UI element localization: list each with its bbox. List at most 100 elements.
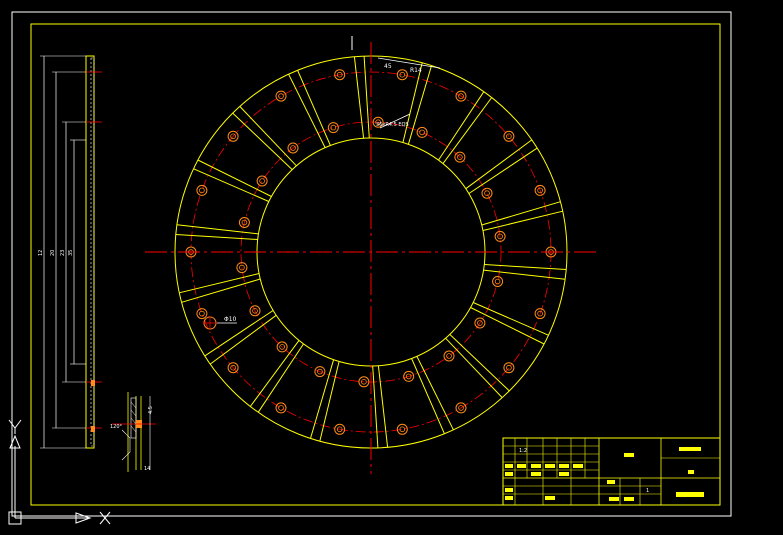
pad-slot-line [232,112,293,170]
pad-slot-line [445,337,503,398]
rivet-hole-inner [290,145,296,151]
rivet-hole [275,402,287,414]
side-dim-1: 12 [38,250,44,256]
rivet-hole-inner [279,344,285,350]
rivet-hole [455,402,467,414]
rivet-hole-inner [537,310,543,317]
pad-slot-line [377,365,389,448]
title-block: 1:2 1 [502,437,721,506]
rivet-hole-inner [199,187,205,194]
rivet-hole-inner [497,233,503,240]
rivet-hole-inner [199,310,205,317]
pad-slot-line [438,91,485,161]
rivet-hole [238,217,250,228]
rivet-hole [492,276,504,287]
rivet-hole [236,262,248,274]
rivet-hole [534,308,546,320]
rivet-hole [396,69,408,81]
pad-slot-line [193,168,269,202]
rivet-hole-inner [458,405,464,411]
pad-slot-line [442,97,493,164]
friction-pads [175,56,567,448]
pad-slot-line [175,234,258,240]
rivet-hole [334,69,346,81]
pad-slot-line [209,314,277,365]
pad-slot-line [481,201,561,226]
rivet-hole-inner [457,154,463,160]
pad-slot-line [297,70,331,146]
rivet-hole-inner [230,133,236,140]
rivet-hole-inner [278,93,284,99]
rivet-detail-view: 120° 4.5 14 [110,392,156,472]
rivet-hole-inner [239,264,245,271]
pad-slot-line [470,307,545,345]
rivet-hole [481,187,493,199]
rivet-hole-inner [419,129,425,136]
pad-slot-line [310,359,335,439]
rivet-hole [249,305,261,317]
hole-note-text: Φ10 [224,316,237,323]
pad-slot-line [204,310,274,357]
rivet-hole-inner [537,187,543,194]
pad-slot-line [239,106,297,167]
pad-slot-line [484,264,567,270]
pad-slot-line [372,365,379,448]
pad-slot-line [249,340,300,407]
rivet-hole-inner [506,364,512,371]
hole-callout: Φ10 [203,316,237,330]
pad-slot-line [407,65,432,145]
side-section-view: 12 20 23 35 [38,55,102,449]
title-small-a: 1:2 [519,448,527,454]
rivet-hole-inner [506,133,512,140]
rivet-hole [455,90,467,102]
pad-slot-line [181,278,261,303]
rivet-hole [454,151,466,163]
pad-slot-line [363,56,370,139]
rivet-hole [403,370,415,382]
rivet-hole-inner [458,93,464,99]
rivet-hole [372,116,384,128]
rivet-hole-inner [399,71,406,78]
rivet-hole [196,308,208,320]
pad-slot-line [473,302,549,336]
pad-slot-line [468,147,538,194]
side-dim-4: 35 [68,250,74,256]
rivet-hole [443,350,455,362]
rivet-hole [334,423,346,435]
pad-slot-line [176,224,259,235]
dim-label-top-a: 45 [384,63,392,70]
rivet-hole [196,184,208,196]
rivet-hole [534,184,546,196]
pad-slot-line [482,210,563,231]
rivet-hole [416,126,428,138]
rivet-hole-inner [375,119,381,125]
pad-slot-line [465,139,533,190]
pad-slot-line [402,62,423,143]
outer-sheet-border [11,11,732,517]
rivet-hole [287,142,299,154]
pad-slot-line [483,269,566,280]
rivet-hole-inner [252,307,258,314]
rivet-hole-inner [278,405,284,411]
rivet-hole-inner [405,373,412,380]
inner-drawing-frame [30,23,721,506]
side-dim-2: 20 [50,250,56,256]
detail-angle-label: 120° [110,424,123,430]
rivet-hole [256,175,268,187]
pad-slot-line [288,73,326,148]
side-dim-3: 23 [60,250,66,256]
rivet-hole-inner [399,426,406,433]
rivet-hole-inner [361,378,367,385]
rivet-hole [396,423,408,435]
rivet-hole-inner [317,368,323,375]
rivet-hole [494,230,506,242]
rivet-hole-inner [477,320,483,326]
rivet-holes [185,69,557,435]
dim-label-top-b: R14 [410,67,422,74]
rivet-hole [327,122,339,134]
ucs-axis-icon [8,434,92,525]
rivet-hole [474,317,486,329]
rivet-hole [275,90,287,102]
rivet-hole [227,130,239,142]
